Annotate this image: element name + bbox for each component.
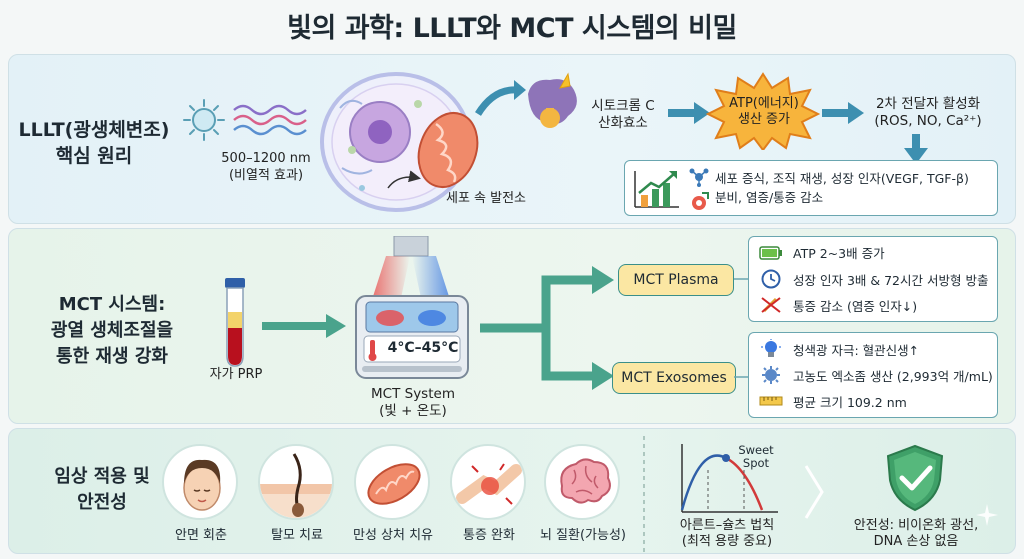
plasma-item: ATP 2~3배 증가: [759, 243, 885, 262]
connector-icon: [734, 278, 748, 280]
prp-tube-icon: [225, 278, 245, 367]
virus-icon: [762, 366, 780, 384]
clinical-item-face: [162, 444, 238, 520]
page-title: 빛의 과학: LLLT와 MCT 시스템의 비밀: [287, 13, 737, 44]
clinical-caption: 만성 상처 치유: [352, 528, 434, 543]
lightbulb-icon: [761, 339, 781, 357]
device-label: MCT System(빛 + 온도): [371, 386, 455, 419]
clinical-item-hair: [258, 444, 334, 520]
effects-box: 세포 증식, 조직 재생, 성장 인자(VEGF, TGF-β)분비, 염증/통…: [624, 160, 998, 216]
joint-pain-icon: [456, 463, 522, 505]
exosomes-box: 청색광 자극: 혈관신생↑ 고농도 엑소좀 생산 (2,993억 개/mL) 평…: [748, 332, 998, 418]
arrow-down-icon: [904, 134, 928, 164]
plasma-item: 성장 인자 3배 & 72시간 서방형 방출: [759, 269, 988, 289]
shield-check-icon: [886, 444, 944, 512]
mct-device-icon: [355, 236, 469, 379]
growth-chart-icon: [634, 171, 679, 208]
effects-text: 세포 증식, 조직 재생, 성장 인자(VEGF, TGF-β)분비, 염증/통…: [715, 171, 969, 205]
battery-icon: [759, 245, 782, 260]
arrow-icon: [262, 314, 346, 338]
dose-response-curve: [680, 444, 778, 513]
mitochondria-icon: [367, 463, 421, 505]
safety-label: 안전성: 비이온화 광선,DNA 손상 없음: [853, 518, 979, 549]
exosomes-pill: MCT Exosomes: [612, 362, 736, 394]
clinical-caption: 뇌 질환(가능성): [539, 528, 627, 543]
clock-icon: [761, 269, 781, 289]
atp-label: ATP(에너지)생산 증가: [729, 96, 799, 127]
chevron-right-icon: [804, 465, 824, 519]
face-icon: [183, 459, 221, 511]
wavelength-label: 500–1200 nm(비열적 효과): [221, 151, 311, 183]
brain-icon: [560, 458, 611, 504]
clinical-caption: 통증 완화: [463, 528, 515, 543]
exosomes-item: 고농도 엑소좀 생산 (2,993억 개/mL): [759, 365, 993, 385]
law-label: 아른트–슐츠 법칙(최적 용량 중요): [679, 518, 775, 549]
clinical-caption: 안면 회춘: [175, 528, 227, 543]
plasma-item: 통증 감소 (염증 인자↓): [759, 295, 917, 315]
clinical-item-pain: [450, 444, 526, 520]
arrow-icon: [822, 102, 864, 124]
clinical-item-wound: [354, 444, 430, 520]
prp-label: 자가 PRP: [209, 367, 263, 382]
messenger-label: 2차 전달자 활성화(ROS, NO, Ca²⁺): [874, 96, 982, 129]
inflammation-icon: [692, 192, 709, 210]
lllt-heading: LLLT(광생체변조)핵심 원리: [18, 119, 170, 167]
device-temp: 4°C–45°C: [387, 340, 459, 356]
clinical-caption: 탈모 치료: [271, 528, 323, 543]
branch-arrows: [480, 266, 614, 390]
no-pain-icon: [761, 297, 781, 313]
sparkle-icon: [976, 504, 998, 526]
exosomes-item: 청색광 자극: 혈관신생↑: [759, 339, 919, 359]
ruler-icon: [759, 396, 783, 406]
atp-burst-icon: [706, 72, 820, 150]
arrow-icon: [475, 80, 526, 116]
light-wave-icon: [233, 104, 307, 136]
mitochondria-icon: [417, 112, 479, 188]
arrow-icon: [668, 102, 710, 124]
plasma-box: ATP 2~3배 증가 성장 인자 3배 & 72시간 서방형 방출 통증 감소…: [748, 236, 998, 322]
exosomes-item: 평균 크기 109.2 nm: [759, 391, 907, 411]
plasma-pill: MCT Plasma: [618, 264, 734, 296]
divider: [643, 436, 645, 554]
light-source-icon: [183, 99, 225, 141]
molecule-icon: [689, 168, 709, 187]
mito-label: 세포 속 발전소: [445, 191, 527, 206]
connector-icon: [734, 376, 748, 378]
clinical-item-brain: [544, 444, 620, 520]
cytochrome-icon: [528, 72, 577, 128]
